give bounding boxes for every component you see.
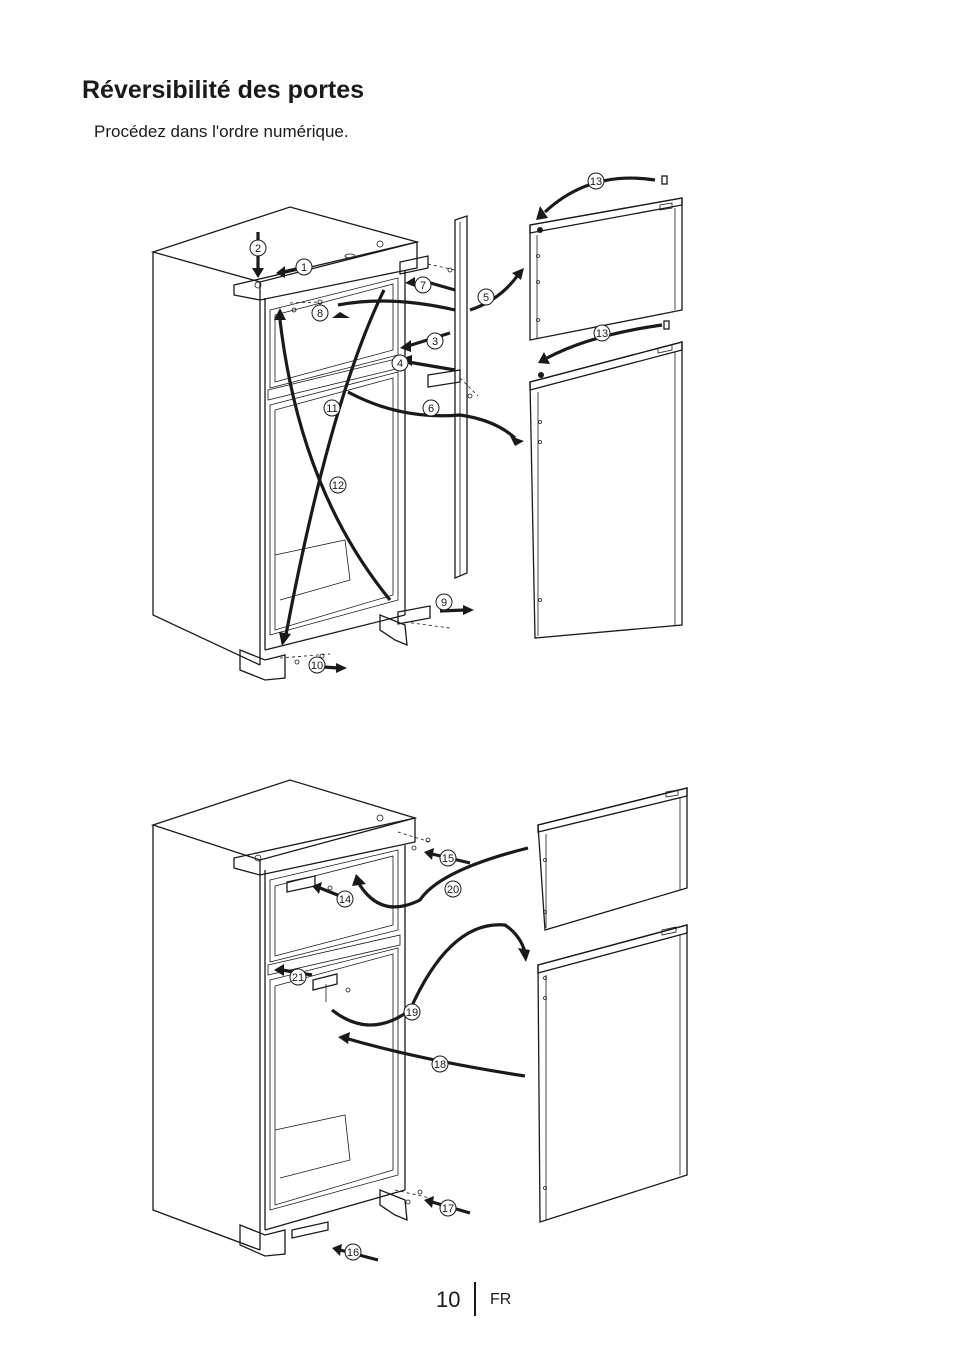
fridge-cabinet <box>150 779 418 1257</box>
step-labels-top: 1 2 3 4 5 6 7 8 9 10 11 12 13 13 <box>249 172 611 674</box>
step-label: 18 <box>431 1055 449 1073</box>
step-label: 4 <box>391 354 409 372</box>
svg-text:18: 18 <box>434 1059 446 1071</box>
svg-text:8: 8 <box>317 308 323 320</box>
svg-text:3: 3 <box>432 336 438 348</box>
freezer-door <box>529 197 683 341</box>
footer-divider <box>474 1282 476 1316</box>
top-hinge <box>399 255 456 275</box>
svg-text:4: 4 <box>397 358 403 370</box>
door-removal-diagram: 1 2 3 4 5 6 7 8 9 10 11 12 13 13 <box>150 172 683 681</box>
fridge-door <box>537 924 688 1223</box>
step-label: 16 <box>344 1243 362 1261</box>
step-label: 21 <box>289 968 307 986</box>
step-label: 1 <box>295 258 313 276</box>
fridge-door <box>529 341 683 639</box>
svg-text:14: 14 <box>339 894 351 906</box>
step-label: 12 <box>329 476 347 494</box>
step-label: 13 <box>587 172 605 190</box>
move-arrows <box>274 846 530 1262</box>
svg-text:17: 17 <box>442 1203 454 1215</box>
middle-hinge <box>427 369 479 399</box>
step-label: 9 <box>435 593 453 611</box>
step-label: 5 <box>477 288 495 306</box>
svg-text:7: 7 <box>420 280 426 292</box>
svg-text:20: 20 <box>447 884 459 896</box>
step-labels-bottom: 14 15 16 17 18 19 20 21 <box>289 849 462 1261</box>
svg-text:13: 13 <box>596 328 608 340</box>
svg-text:9: 9 <box>441 597 447 609</box>
fridge-cabinet <box>150 206 420 681</box>
svg-text:12: 12 <box>332 480 344 492</box>
svg-text:21: 21 <box>292 972 304 984</box>
step-label: 14 <box>336 890 354 908</box>
svg-text:6: 6 <box>428 403 434 415</box>
svg-text:2: 2 <box>255 243 261 255</box>
step-label: 17 <box>439 1199 457 1217</box>
hinges <box>286 831 431 1239</box>
instruction-text: Procédez dans l'ordre numérique. <box>94 122 349 141</box>
step-label: 15 <box>439 849 457 867</box>
step-label: 6 <box>422 399 440 417</box>
step-label: 11 <box>323 399 341 417</box>
step-label: 13 <box>593 324 611 342</box>
svg-text:16: 16 <box>347 1247 359 1259</box>
screw-holes <box>279 299 331 665</box>
language-code: FR <box>490 1291 512 1308</box>
step-label: 19 <box>403 1003 421 1021</box>
hinge-caps <box>661 175 670 330</box>
step-label: 20 <box>444 880 462 898</box>
step-label: 2 <box>249 239 267 257</box>
step-label: 3 <box>426 332 444 350</box>
svg-text:1: 1 <box>301 262 307 274</box>
bottom-hinge <box>397 605 451 629</box>
freezer-door <box>537 787 688 931</box>
side-trim-strip <box>454 215 468 579</box>
step-label: 10 <box>308 656 326 674</box>
page-title: Réversibilité des portes <box>82 76 365 104</box>
page-number: 10 <box>436 1287 461 1312</box>
svg-text:5: 5 <box>483 292 489 304</box>
svg-text:11: 11 <box>326 403 337 415</box>
step-label: 8 <box>311 304 329 322</box>
step-label: 7 <box>414 276 432 294</box>
door-refit-diagram: 14 15 16 17 18 19 20 21 <box>150 779 688 1262</box>
svg-text:15: 15 <box>442 853 454 865</box>
move-arrows <box>252 176 663 673</box>
svg-text:19: 19 <box>406 1007 418 1019</box>
svg-text:13: 13 <box>590 176 602 188</box>
svg-text:10: 10 <box>311 660 323 672</box>
